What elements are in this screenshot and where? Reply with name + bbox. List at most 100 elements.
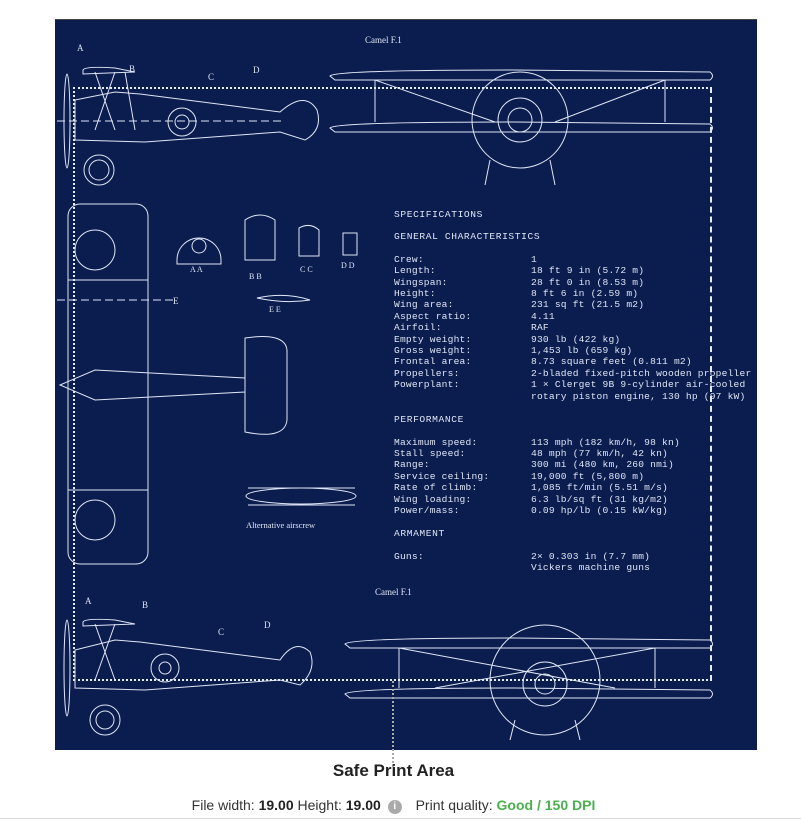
spec-key: Service ceiling: [394, 470, 490, 482]
spec-key: Maximum speed: [394, 436, 478, 448]
spec-row: Empty weight: 930 lb (422 kg) [394, 334, 751, 345]
drawing-label: C [218, 627, 224, 637]
spec-row: Guns: 2× 0.303 in (7.7 mm) Vickers machin… [394, 551, 751, 574]
divider [0, 818, 801, 819]
drawing-label: Camel F.1 [375, 587, 412, 597]
drawing-label: C C [300, 265, 313, 274]
performance-list: Maximum speed:113 mph (182 km/h, 98 kn)S… [394, 437, 751, 517]
drawing-label: A A [190, 265, 203, 274]
spec-key: Rate of climb: [394, 482, 478, 494]
spec-key: Wing loading: [394, 493, 472, 505]
front-view-top [329, 69, 713, 186]
side-view-top [55, 66, 319, 186]
spec-key: Wing area: [394, 299, 454, 311]
cross-sections [176, 214, 358, 506]
spec-row: Service ceiling: 19,000 ft (5,800 m) [394, 471, 751, 482]
spec-row: Powerplant: 1 × Clerget 9B 9-cylinder air… [394, 379, 751, 402]
spec-row: Length: 18 ft 9 in (5.72 m) [394, 265, 751, 276]
spec-value: 231 sq ft (21.5 m2) [531, 299, 645, 311]
spec-row: Wing loading: 6.3 lb/sq ft (31 kg/m2) [394, 494, 751, 505]
spec-row: Power/mass: 0.09 hp/lb (0.15 kW/kg) [394, 505, 751, 516]
spec-row: Stall speed: 48 mph (77 km/h, 42 kn) [394, 448, 751, 459]
spec-key: Propellers: [394, 367, 460, 379]
drawing-label: Alternative airscrew [246, 520, 316, 530]
spec-key: Empty weight: [394, 333, 472, 345]
drawing-label: D [264, 620, 271, 630]
drawing-label: E E [269, 305, 281, 314]
spec-key: Crew: [394, 253, 424, 265]
spec-value: 1,453 lb (659 kg) [531, 345, 633, 357]
spec-value: 8 ft 6 in (2.59 m) [531, 288, 639, 300]
general-heading: GENERAL CHARACTERISTICS [394, 231, 541, 243]
spec-key: Airfoil: [394, 322, 442, 334]
plan-view [55, 203, 288, 565]
spec-value: 19,000 ft (5,800 m) [531, 470, 645, 482]
drawing-label: B [142, 600, 148, 610]
spec-value: 1 [531, 253, 537, 265]
safe-area-pointer-line [392, 681, 394, 767]
spec-row: Maximum speed: 113 mph (182 km/h, 98 kn) [394, 437, 751, 448]
armament-list: Guns: 2× 0.303 in (7.7 mm) Vickers machin… [394, 551, 751, 574]
spec-row: Height: 8 ft 6 in (2.59 m) [394, 288, 751, 299]
spec-value: 1 × Clerget 9B 9-cylinder air-cooled rot… [531, 379, 746, 402]
performance-heading: PERFORMANCE [394, 414, 464, 426]
width-value: 19.00 [258, 797, 294, 813]
drawing-label: A [77, 43, 84, 53]
quality-value: Good / 150 DPI [496, 797, 596, 813]
safe-print-area-title: Safe Print Area [332, 761, 455, 780]
armament-heading: ARMAMENT [394, 528, 445, 540]
side-view-bottom [63, 618, 313, 736]
spec-value: 18 ft 9 in (5.72 m) [531, 265, 645, 277]
spec-value: 48 mph (77 km/h, 42 kn) [531, 447, 669, 459]
spec-key: Powerplant: [394, 379, 460, 391]
spec-row: Airfoil: RAF [394, 322, 751, 333]
spec-key: Guns: [394, 550, 424, 562]
drawing-label: A [85, 596, 92, 606]
spec-value: 113 mph (182 km/h, 98 kn) [531, 436, 680, 448]
spec-key: Wingspan: [394, 276, 448, 288]
specifications-heading: SPECIFICATIONS [394, 209, 484, 220]
spec-row: Rate of climb: 1,085 ft/min (5.51 m/s) [394, 482, 751, 493]
spec-key: Stall speed: [394, 447, 466, 459]
drawing-label: Camel F.1 [365, 35, 402, 45]
spec-row: Range:300 mi (480 km, 260 nmi) [394, 459, 751, 470]
spec-key: Length: [394, 265, 436, 277]
drawing-label: B B [249, 272, 262, 281]
drawing-label: C [208, 72, 214, 82]
front-view-bottom [344, 624, 713, 741]
blueprint-poster: A B C D Camel F.1 E E [55, 19, 757, 750]
spec-row: Frontal area: 8.73 square feet (0.811 m2) [394, 356, 751, 367]
spec-key: Aspect ratio: [394, 310, 472, 322]
spec-value: 6.3 lb/sq ft (31 kg/m2) [531, 493, 669, 505]
spec-key: Height: [394, 288, 436, 300]
spec-value: 8.73 square feet (0.811 m2) [531, 356, 692, 368]
spec-value: 2-bladed fixed-pitch wooden propeller [531, 367, 752, 379]
spec-row: Propellers: 2-bladed fixed-pitch wooden p… [394, 368, 751, 379]
quality-label: Print quality: [415, 797, 493, 813]
spec-value: 28 ft 0 in (8.53 m) [531, 276, 645, 288]
drawing-label: B [129, 64, 135, 74]
spec-row: Crew: 1 [394, 254, 751, 265]
spec-value: 930 lb (422 kg) [531, 333, 621, 345]
height-value: 19.00 [345, 797, 381, 813]
spec-value: 2× 0.303 in (7.7 mm) Vickers machine gun… [531, 550, 651, 574]
file-info: File width: 19.00 Height: 19.00 i Print … [0, 797, 787, 814]
spec-row: Gross weight: 1,453 lb (659 kg) [394, 345, 751, 356]
spec-key: Power/mass: [394, 504, 460, 516]
blueprint-drawings: A B C D Camel F.1 E E [55, 35, 713, 741]
spec-key: Gross weight: [394, 345, 472, 357]
specifications-panel: SPECIFICATIONS GENERAL CHARACTERISTICS C… [394, 209, 751, 574]
spec-row: Wingspan: 28 ft 0 in (8.53 m) [394, 277, 751, 288]
spec-value: RAF [531, 322, 549, 334]
spec-row: Aspect ratio:4.11 [394, 311, 751, 322]
spec-value: 1,085 ft/min (5.51 m/s) [531, 482, 669, 494]
spec-value: 0.09 hp/lb (0.15 kW/kg) [531, 504, 669, 516]
width-label: File width: [191, 797, 255, 813]
spec-row: Wing area: 231 sq ft (21.5 m2) [394, 299, 751, 310]
info-icon[interactable]: i [387, 800, 402, 814]
drawing-label: D D [341, 261, 355, 270]
drawing-label: E [173, 296, 179, 306]
spec-key: Frontal area: [394, 356, 472, 368]
spec-key: Range: [394, 459, 430, 471]
